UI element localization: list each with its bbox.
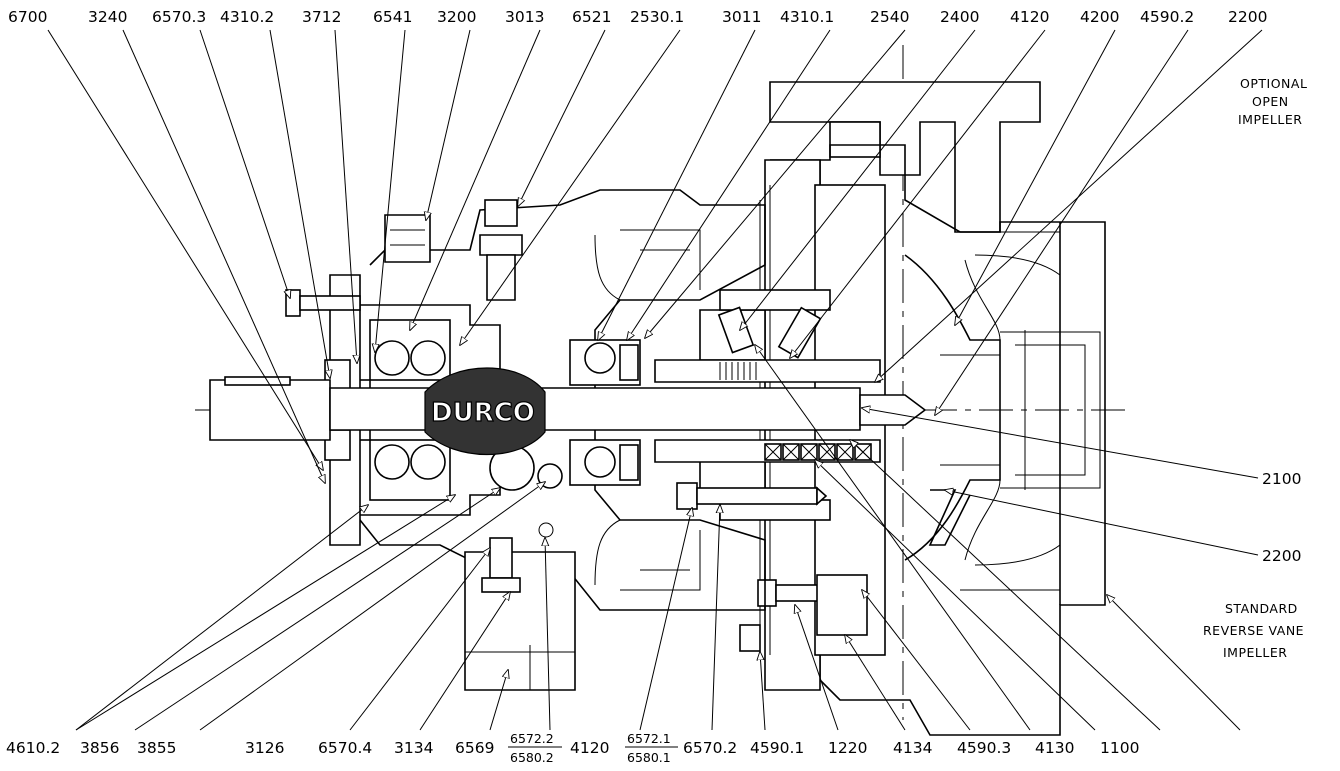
label-6570-2: 6570.2 <box>683 739 737 757</box>
fraction-2-numerator: 6572.1 <box>627 731 671 746</box>
fraction-1-numerator: 6572.2 <box>510 731 554 746</box>
note-standard-line3: IMPELLER <box>1223 645 1287 660</box>
label-3856: 3856 <box>80 739 119 757</box>
label-6569: 6569 <box>455 739 494 757</box>
label-3011: 3011 <box>722 8 761 26</box>
label-3200: 3200 <box>437 8 476 26</box>
fraction-6572-2-over-6580-2: 6572.2 6580.2 <box>508 731 562 765</box>
label-1100: 1100 <box>1100 739 1139 757</box>
label-4310-2: 4310.2 <box>220 8 274 26</box>
label-2400: 2400 <box>940 8 979 26</box>
logo-text: DURCO <box>431 398 535 428</box>
label-3712: 3712 <box>302 8 341 26</box>
label-2540: 2540 <box>870 8 909 26</box>
label-6541: 6541 <box>373 8 412 26</box>
label-4610-2: 4610.2 <box>6 739 60 757</box>
label-4310-1: 4310.1 <box>780 8 834 26</box>
label-2530-1: 2530.1 <box>630 8 684 26</box>
label-4134: 4134 <box>893 739 932 757</box>
standard-impeller-note: STANDARD REVERSE VANE IMPELLER <box>1203 601 1304 660</box>
label-3013: 3013 <box>505 8 544 26</box>
fraction-2-denominator: 6580.1 <box>627 750 671 765</box>
label-3126: 3126 <box>245 739 284 757</box>
label-4590-3: 4590.3 <box>957 739 1011 757</box>
label-2200-right: 2200 <box>1262 547 1301 565</box>
note-standard-line1: STANDARD <box>1225 601 1298 616</box>
label-6570-3: 6570.3 <box>152 8 206 26</box>
label-6700: 6700 <box>8 8 47 26</box>
label-2200-top: 2200 <box>1228 8 1267 26</box>
note-optional-line1: OPTIONAL <box>1240 76 1307 91</box>
label-2100: 2100 <box>1262 470 1301 488</box>
label-3134: 3134 <box>394 739 433 757</box>
label-1220: 1220 <box>828 739 867 757</box>
pump-drawing: DURCO <box>195 45 1125 736</box>
label-4120-bottom: 4120 <box>570 739 609 757</box>
note-optional-line2: OPEN <box>1252 94 1289 109</box>
right-callout-labels: 2100 2200 <box>1262 470 1301 565</box>
bottom-callout-labels: 4610.2 3856 3855 3126 6570.4 3134 6569 6… <box>6 731 1139 765</box>
label-4590-1: 4590.1 <box>750 739 804 757</box>
label-4200: 4200 <box>1080 8 1119 26</box>
fraction-6572-1-over-6580-1: 6572.1 6580.1 <box>625 731 678 765</box>
label-4120: 4120 <box>1010 8 1049 26</box>
label-6521: 6521 <box>572 8 611 26</box>
leader-lines <box>47 29 1263 731</box>
optional-impeller-note: OPTIONAL OPEN IMPELLER <box>1238 76 1307 127</box>
top-callout-labels: 6700 3240 6570.3 4310.2 3712 6541 3200 3… <box>8 8 1267 26</box>
label-6570-4: 6570.4 <box>318 739 372 757</box>
fraction-1-denominator: 6580.2 <box>510 750 554 765</box>
durco-logo: DURCO <box>424 367 546 455</box>
label-4130: 4130 <box>1035 739 1074 757</box>
label-4590-2: 4590.2 <box>1140 8 1194 26</box>
label-3855: 3855 <box>137 739 176 757</box>
note-optional-line3: IMPELLER <box>1238 112 1302 127</box>
label-3240: 3240 <box>88 8 127 26</box>
note-standard-line2: REVERSE VANE <box>1203 623 1304 638</box>
